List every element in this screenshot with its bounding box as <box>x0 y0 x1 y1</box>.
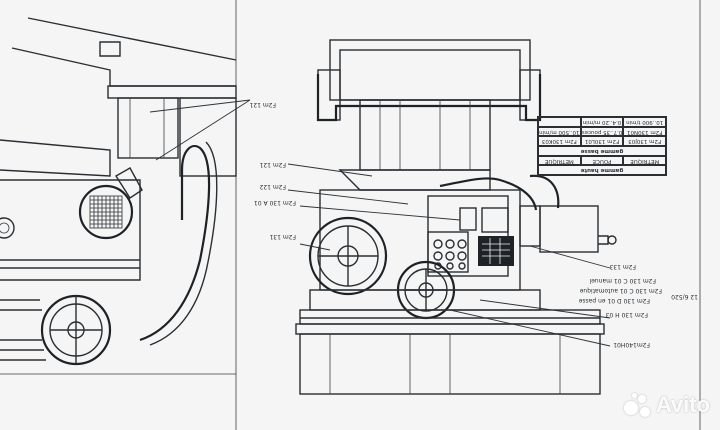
button-grid <box>433 239 467 270</box>
legend-subtitle: gamme basse <box>538 146 666 156</box>
legend-cell: 0.4..20 m/min <box>580 117 624 127</box>
callout-f2m-130-c01-auto: F2m 130 C 01 automatique <box>579 287 662 294</box>
leader-lines <box>149 99 611 347</box>
avito-logo-icon <box>623 393 652 417</box>
legend-cell: F2m 130K03 <box>538 136 581 147</box>
legend-cell: F2m 130L01 <box>580 136 624 147</box>
legend-title: gamme haute <box>538 165 666 175</box>
legend-cell: 10..900 t/min <box>623 117 666 127</box>
legend-cell: F2m 130N01 <box>623 126 666 137</box>
callout-f2m-140-h01: F2m140H01 <box>613 341 650 348</box>
main-machine-view <box>295 39 617 395</box>
callout-f2m-122: F2m 122 <box>259 183 286 190</box>
callout-f2m-133: F2m 133 <box>609 263 636 270</box>
callout-f2m-131: F2m 131 <box>269 233 296 240</box>
legend-col-pouce: POUCE <box>580 155 624 166</box>
legend-col-metrique2: METRIQUE <box>538 155 581 166</box>
left-machine-view <box>0 17 237 375</box>
legend-col-metrique: METRIQUE <box>623 155 666 166</box>
callout-f2m-130-h03: F2m 130 H 03 <box>605 311 648 318</box>
legend-cell: 10..500 m/min <box>538 126 581 137</box>
avito-watermark: Avito <box>623 392 710 418</box>
callout-f2m-130-d01: F2m 130 D 01 en passe <box>578 297 650 304</box>
callout-left-f2m-121: F2m 121 <box>249 101 276 108</box>
legend-cell: 0.7..35 pouces <box>580 126 624 137</box>
callout-f2m-130-a01: F2m 130 A 01 <box>253 199 296 206</box>
legend-table: gamme haute METRIQUE POUCE METRIQUE gamm… <box>537 116 667 176</box>
callout-f2m-130-c01-manual: F2m 130 C 01 manuel <box>589 277 656 284</box>
callout-dimension: 12 6/520 <box>671 293 698 300</box>
grid-dial <box>89 195 123 229</box>
legend-cell <box>538 117 581 127</box>
avito-watermark-text: Avito <box>655 392 710 417</box>
callout-f2m-121: F2m 121 <box>259 161 286 168</box>
legend-cell: F2m 130J03 <box>623 136 666 147</box>
